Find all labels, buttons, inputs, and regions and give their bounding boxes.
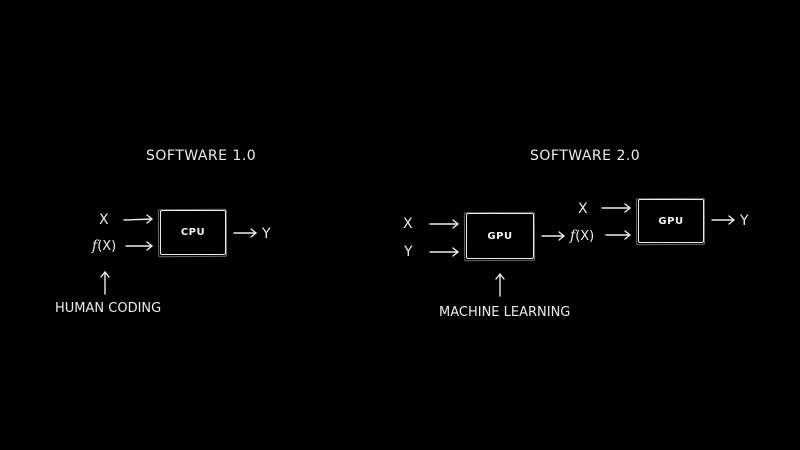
arrow-gpu-inference-to-y [711,215,735,225]
gpu-training-box: GPU [466,213,534,259]
sw2-train-input-y: Y [404,244,413,260]
sw1-input-fx: f(X) [92,238,116,254]
arrow-fx-to-cpu [125,241,153,251]
gpu-training-label: GPU [487,230,513,242]
sw1-output-y: Y [262,226,271,242]
arrow-machine-learning-up [495,273,505,297]
sw2-infer-input-x: X [578,201,588,217]
arrow-x-to-gpu-inference [601,203,631,213]
sw1-input-f-symbol: f [92,238,98,254]
machine-learning-label: MACHINE LEARNING [439,305,571,320]
sw1-input-x: X [99,212,109,228]
sw2-train-input-x: X [403,216,413,232]
sw2-output-y: Y [740,213,749,229]
human-coding-label: HUMAN CODING [55,301,162,316]
arrow-fx-to-gpu-inference [605,230,631,240]
sw2-learned-f-symbol: f [570,228,576,244]
cpu-label: CPU [180,227,206,238]
arrow-x-to-gpu-training [429,219,459,229]
arrow-cpu-to-y [233,228,257,238]
arrow-x-to-cpu [123,214,153,224]
cpu-box: CPU [160,210,226,255]
gpu-inference-box: GPU [638,199,704,243]
arrow-human-coding-up [100,271,110,295]
arrow-y-to-gpu-training [429,247,459,257]
gpu-inference-label: GPU [658,215,684,227]
sw1-input-f-arg: (X) [97,239,117,254]
arrow-gpu-training-to-fx [541,231,565,241]
sw2-learned-f-arg: (X) [575,229,595,244]
sw2-learned-fx: f(X) [570,228,594,244]
software-2-title: SOFTWARE 2.0 [530,148,641,164]
software-1-title: SOFTWARE 1.0 [146,148,257,164]
